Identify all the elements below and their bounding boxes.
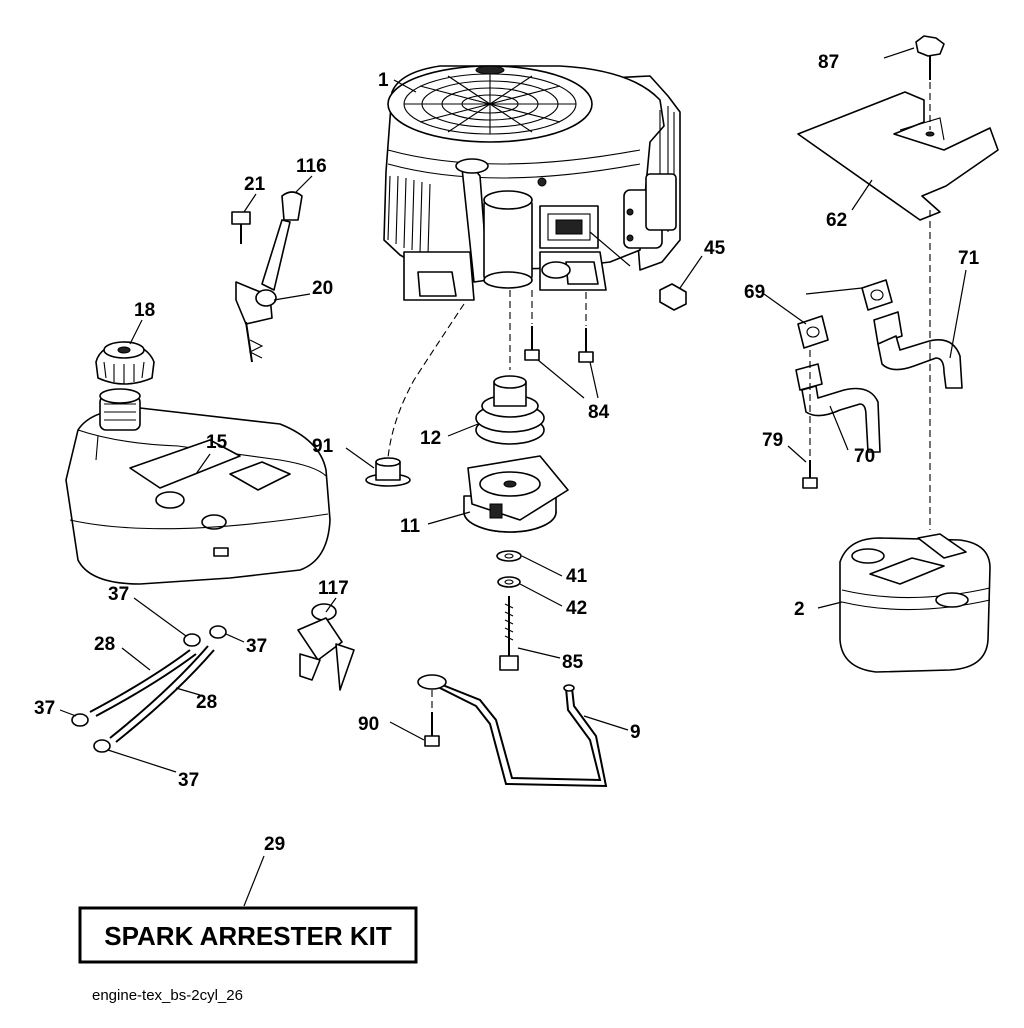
callout-117: 117	[318, 578, 349, 599]
exhaust-pipe-71	[873, 311, 963, 389]
nut-45	[659, 283, 687, 311]
callout-84: 84	[588, 402, 610, 423]
bolt-21	[231, 211, 251, 244]
bracket-9	[417, 674, 608, 788]
callout-116: 116	[296, 156, 327, 177]
callout-37-left: 37	[34, 698, 55, 719]
callout-2: 2	[794, 599, 805, 620]
engine	[383, 65, 681, 301]
callout-21: 21	[244, 174, 266, 195]
heat-shield-62	[797, 91, 999, 221]
gaskets-69	[797, 279, 893, 349]
fuel-cap	[95, 341, 155, 385]
callout-62: 62	[826, 210, 847, 231]
callout-41: 41	[566, 566, 588, 587]
diagram-reference: engine-tex_bs-2cyl_26	[92, 987, 243, 1004]
callout-37-bottom: 37	[178, 770, 199, 791]
callout-90: 90	[358, 714, 379, 735]
washers	[496, 550, 522, 588]
callout-28-upper: 28	[94, 634, 115, 655]
callout-45: 45	[704, 238, 726, 259]
callout-11: 11	[400, 516, 421, 537]
electric-clutch	[463, 455, 569, 533]
spark-arrester-kit-box	[78, 906, 418, 964]
callout-15: 15	[206, 432, 228, 453]
fuel-tank	[65, 388, 331, 585]
throttle-control	[235, 191, 303, 363]
callout-29: 29	[264, 834, 285, 855]
muffler-2	[839, 533, 991, 673]
bolt-85	[499, 596, 519, 671]
callout-18: 18	[134, 300, 155, 321]
callout-87: 87	[818, 52, 839, 73]
callout-91: 91	[312, 436, 334, 457]
pulley	[475, 375, 545, 445]
exhaust-pipe-70	[795, 363, 881, 453]
install-line-91	[387, 303, 465, 459]
callout-69: 69	[744, 282, 765, 303]
bushing-91	[365, 457, 411, 487]
leader-lines	[59, 47, 967, 907]
bolt-87	[915, 35, 945, 80]
fuel-lines	[71, 625, 227, 753]
callout-79: 79	[762, 430, 783, 451]
callout-37-right: 37	[246, 636, 267, 657]
callout-71: 71	[958, 248, 980, 269]
spark-arrester-kit-label: SPARK ARRESTER KIT	[104, 921, 392, 951]
bolt-79	[802, 460, 818, 489]
callout-42: 42	[566, 598, 587, 619]
callout-28-lower: 28	[196, 692, 217, 713]
callout-12: 12	[420, 428, 441, 449]
callout-85: 85	[562, 652, 584, 673]
callout-9: 9	[630, 722, 641, 743]
callout-37-top: 37	[108, 584, 129, 605]
callout-1: 1	[378, 70, 389, 91]
callout-70: 70	[854, 446, 875, 467]
bolts-84	[524, 326, 594, 363]
bolt-90	[424, 712, 440, 747]
callout-20: 20	[312, 278, 333, 299]
fuel-valve-117	[297, 603, 355, 691]
